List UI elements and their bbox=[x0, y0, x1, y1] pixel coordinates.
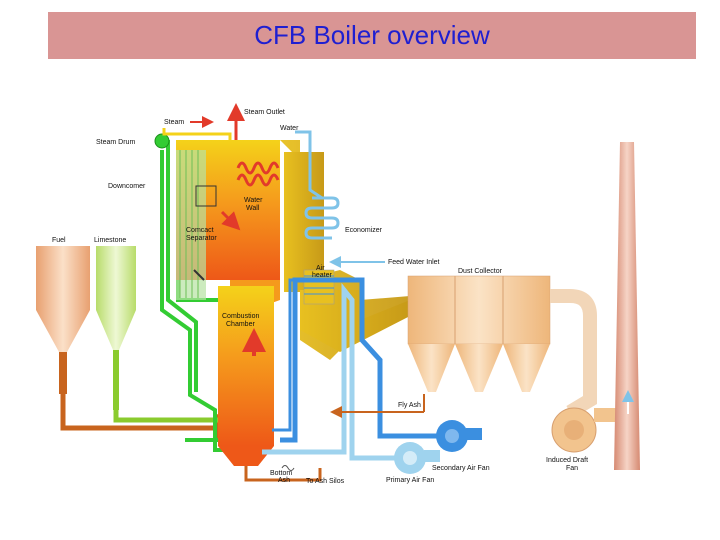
flue-gas-duct bbox=[280, 140, 410, 360]
primary-air-line bbox=[262, 282, 395, 461]
label-economizer: Economizer bbox=[345, 227, 383, 234]
secondary-air-fan bbox=[436, 420, 482, 452]
label-induced-1: Induced Draft bbox=[546, 457, 588, 464]
label-induced-2: Fan bbox=[566, 465, 578, 472]
label-bottom-2: Ash bbox=[278, 477, 290, 484]
combustion-chamber bbox=[176, 140, 280, 466]
label-water-wall-2: Wall bbox=[246, 205, 260, 212]
chimney bbox=[614, 142, 640, 470]
fuel-feed-line bbox=[60, 394, 245, 443]
primary-air-fan bbox=[394, 442, 440, 474]
superheater-coils bbox=[236, 161, 280, 175]
limestone-feed-line bbox=[113, 408, 230, 423]
water-line bbox=[295, 130, 323, 200]
title-band: CFB Boiler overview bbox=[48, 12, 696, 59]
economizer-coils bbox=[304, 196, 340, 240]
label-combustion-1: Combustion bbox=[222, 313, 259, 320]
label-steam-outlet: Steam Outlet bbox=[244, 109, 285, 116]
fuel-silo bbox=[36, 246, 90, 394]
id-fan-duct bbox=[550, 289, 597, 419]
label-combustion-2: Chamber bbox=[226, 321, 255, 328]
bottom-ash-line bbox=[244, 466, 322, 482]
label-fly-ash: Fly Ash bbox=[398, 402, 421, 409]
dust-collector bbox=[407, 275, 551, 392]
limestone-silo bbox=[96, 246, 136, 410]
label-water-wall-1: Water bbox=[244, 197, 263, 204]
label-compact-2: Separator bbox=[186, 235, 217, 242]
label-to-ash-silos: To Ash Silos bbox=[306, 478, 345, 485]
steam-drum bbox=[154, 133, 170, 149]
label-primary-air-fan: Primary Air Fan bbox=[386, 477, 434, 484]
label-bottom-1: Bottom bbox=[270, 470, 292, 477]
slide-title: CFB Boiler overview bbox=[254, 20, 490, 50]
label-fuel: Fuel bbox=[52, 237, 66, 244]
label-dust-collector: Dust Collector bbox=[458, 268, 503, 275]
label-limestone: Limestone bbox=[94, 237, 126, 244]
label-secondary-air-fan: Secondary Air Fan bbox=[432, 465, 490, 472]
label-water: Water bbox=[280, 125, 299, 132]
label-compact-1: Comcact bbox=[186, 227, 214, 234]
label-feed-water-inlet: Feed Water Inlet bbox=[388, 259, 440, 266]
label-downcomer: Downcomer bbox=[108, 183, 146, 190]
secondary-air-line bbox=[280, 277, 440, 443]
diagram-labels: Steam Steam Outlet Water Steam Drum Down… bbox=[52, 109, 588, 485]
label-steam-drum: Steam Drum bbox=[96, 139, 135, 146]
label-air-heater-2: heater bbox=[312, 272, 333, 279]
label-air-heater-1: Air bbox=[316, 265, 325, 272]
label-steam: Steam bbox=[164, 119, 184, 126]
air-heater bbox=[303, 269, 335, 305]
induced-draft-fan bbox=[551, 407, 616, 453]
